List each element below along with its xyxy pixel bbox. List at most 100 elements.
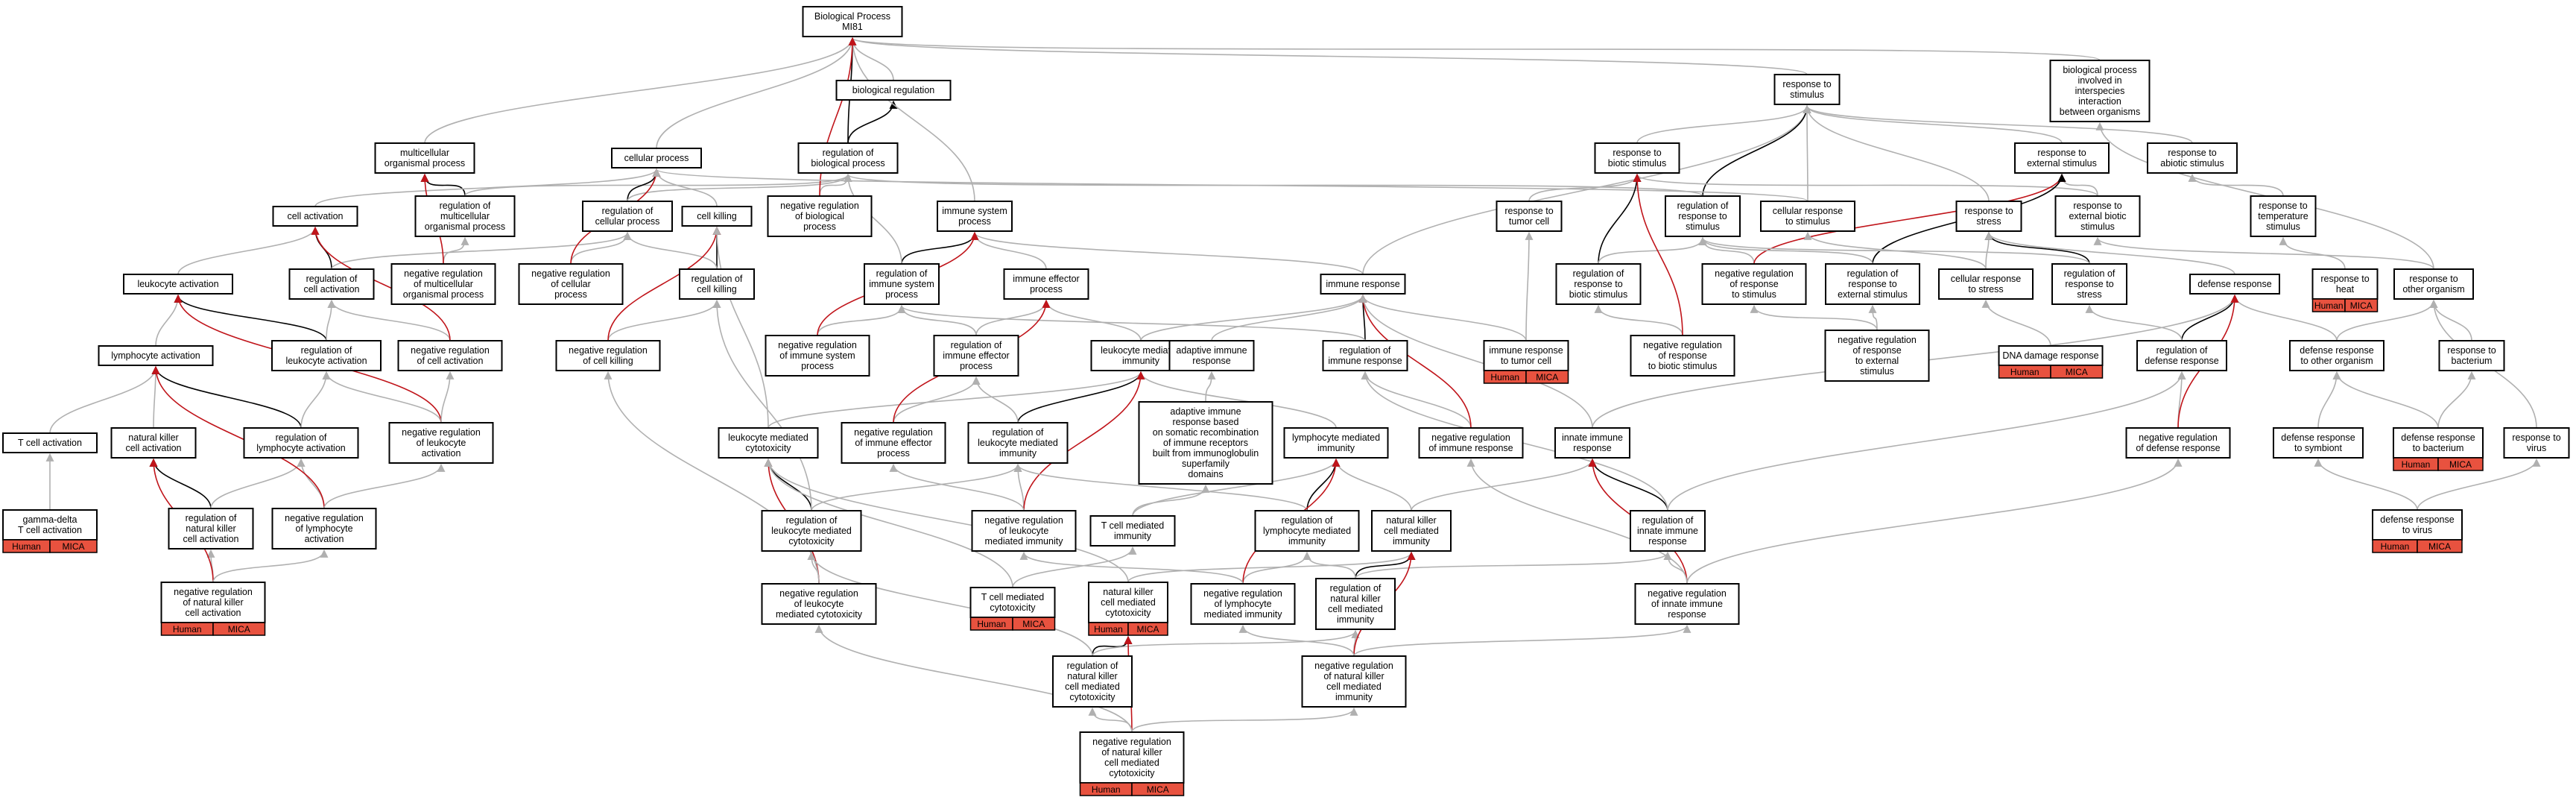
go-term-node[interactable]: T cell activation bbox=[2, 432, 98, 453]
is-a-edge bbox=[1633, 173, 2098, 197]
node-label-line: process bbox=[958, 216, 991, 227]
go-term-node[interactable]: cell activation bbox=[272, 206, 358, 227]
negative-regulation-edge bbox=[311, 226, 451, 341]
tag-box bbox=[2344, 298, 2379, 312]
go-term-node[interactable]: cell killing bbox=[681, 206, 753, 227]
go-term-node[interactable]: biological regulation bbox=[835, 80, 952, 101]
node-label-line: external biotic bbox=[2069, 211, 2126, 221]
go-term-node[interactable]: defense response bbox=[2189, 274, 2280, 295]
node-box bbox=[1496, 201, 1563, 232]
tag-label: MICA bbox=[1147, 784, 1169, 795]
node-label-line: Biological Process bbox=[814, 11, 890, 22]
go-term-node[interactable]: immune response bbox=[1320, 274, 1406, 295]
node-label-line: cell mediated bbox=[1328, 604, 1383, 614]
is-a-edge bbox=[970, 231, 1364, 275]
go-term-node[interactable]: lymphocyte activation bbox=[98, 345, 214, 366]
node-label-line: biological process bbox=[811, 158, 884, 169]
go-term-node[interactable]: leukocyte activation bbox=[123, 274, 233, 295]
node-box bbox=[967, 422, 1069, 464]
go-term-node[interactable]: cellular process bbox=[611, 148, 702, 169]
